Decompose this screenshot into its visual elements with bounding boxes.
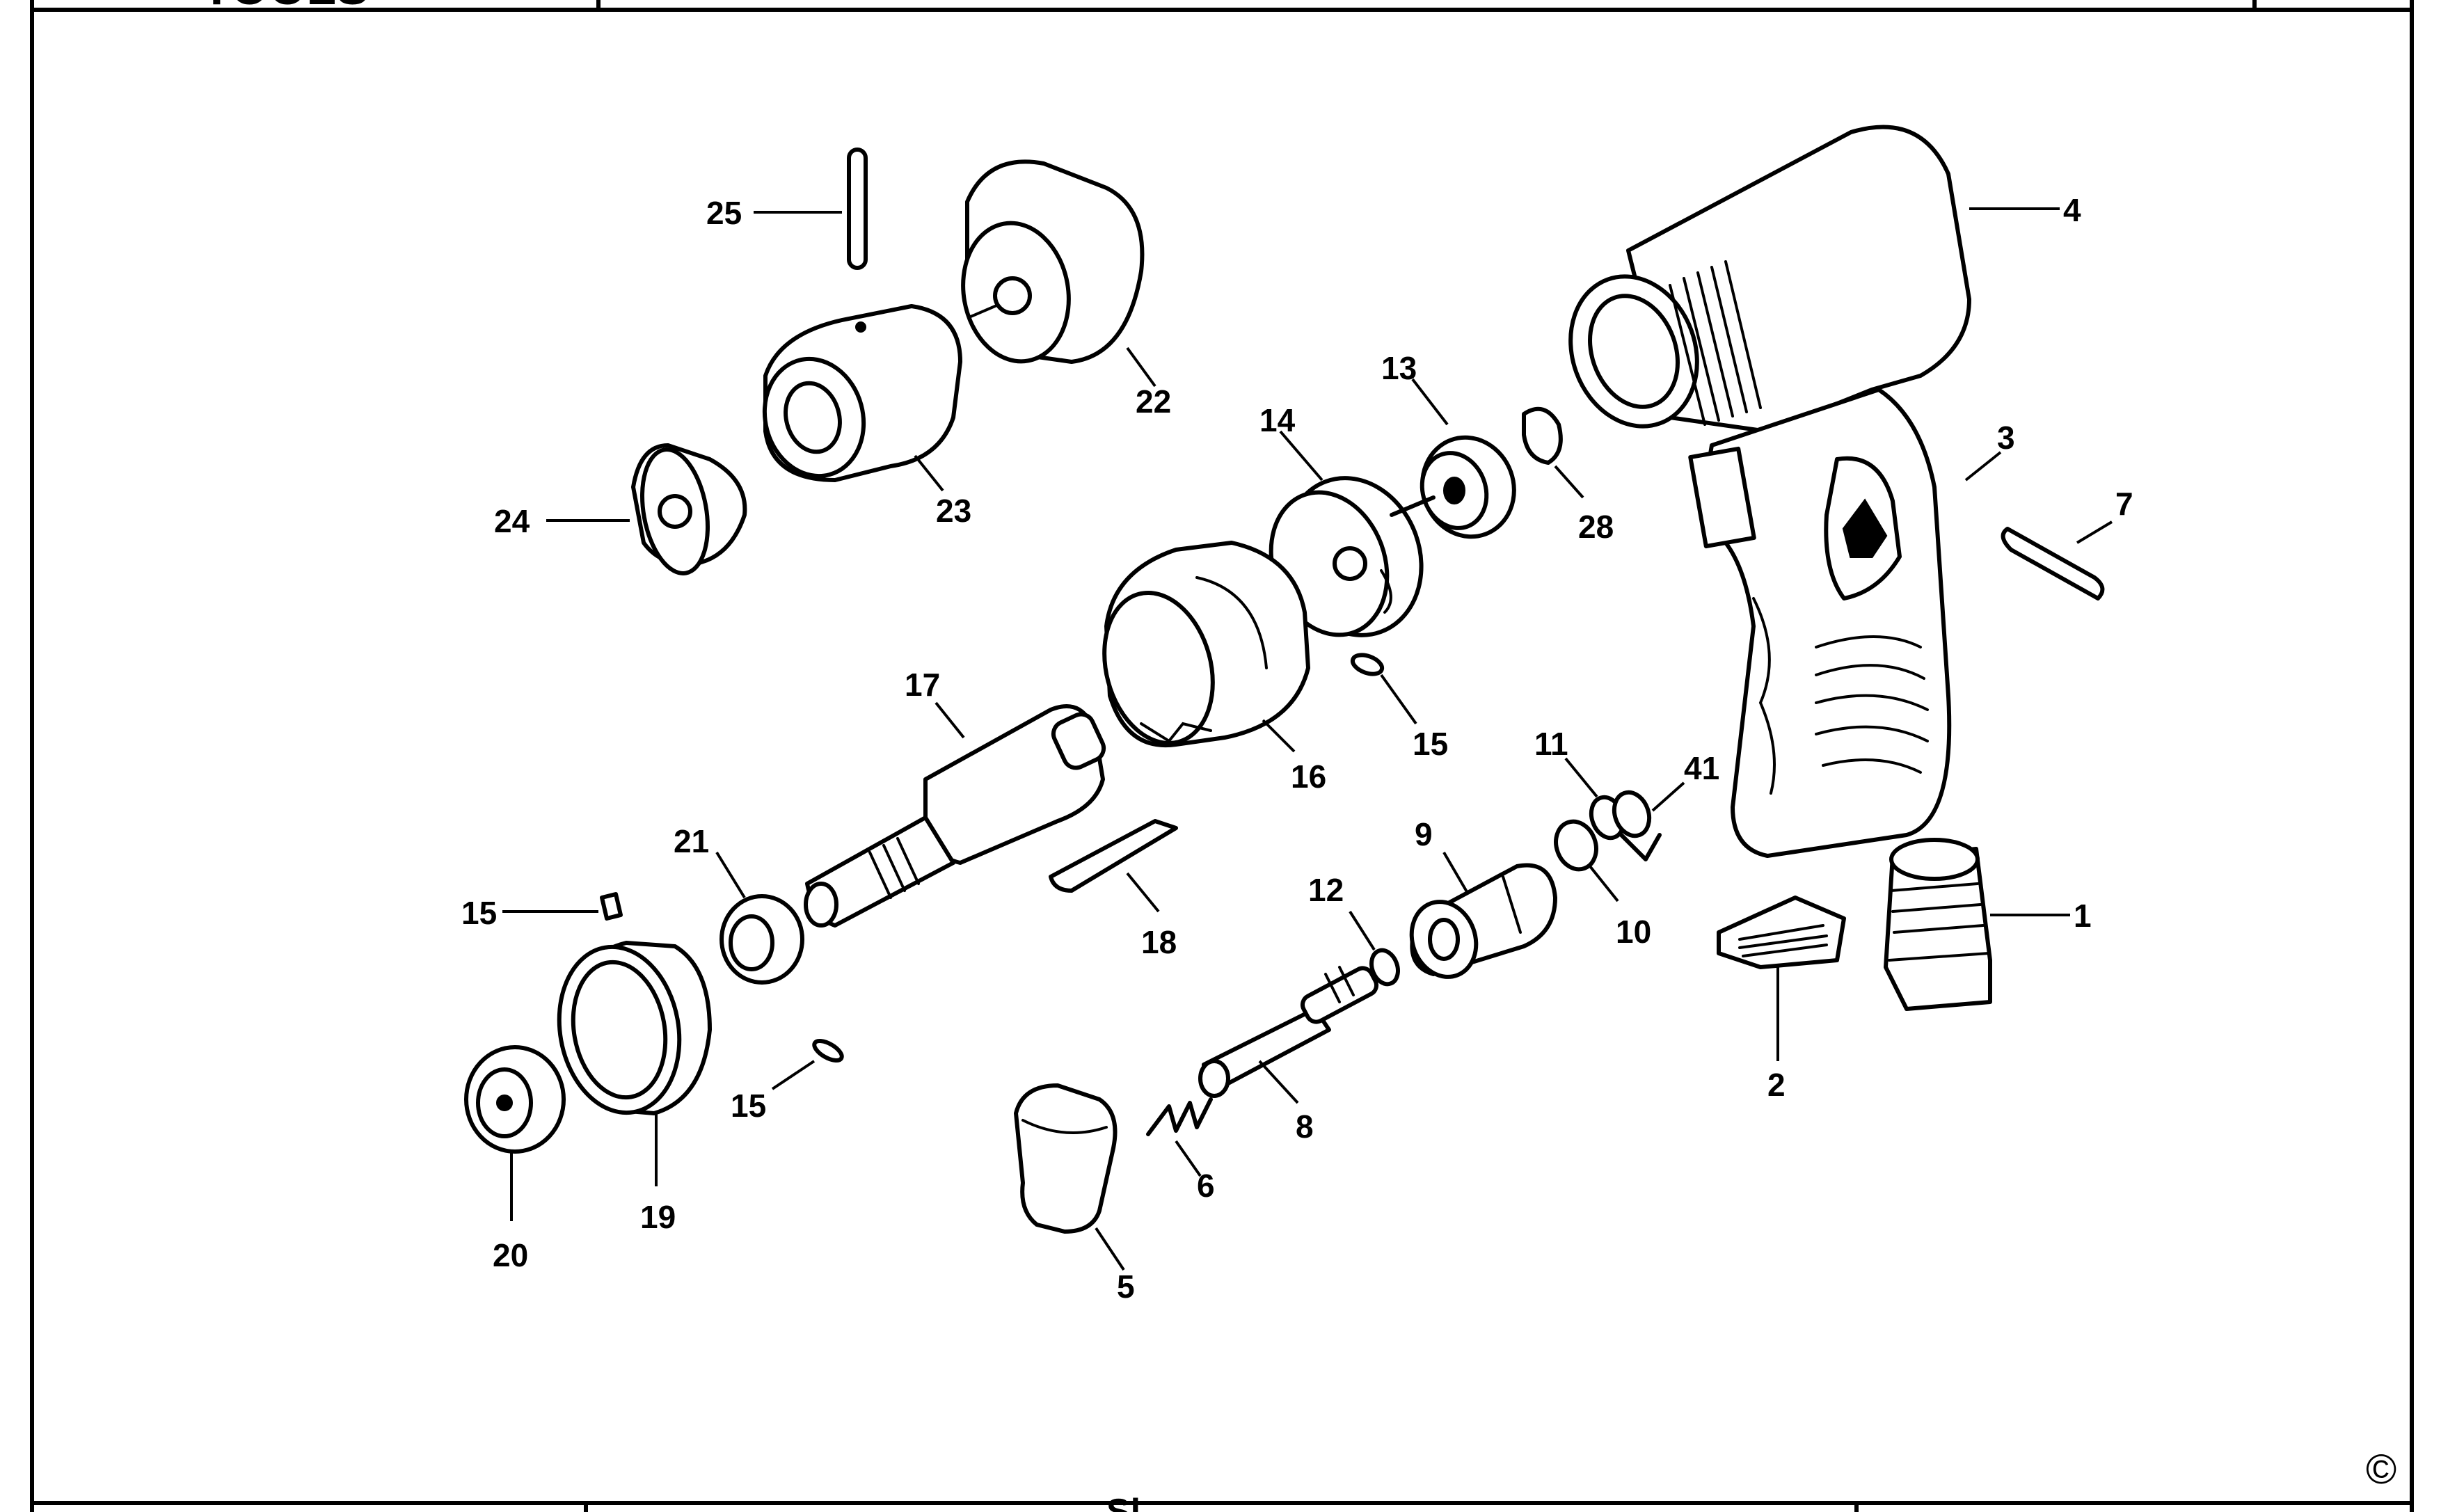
part-pin-25 [847,148,868,270]
part-spring-6 [1146,1097,1213,1136]
footer-center-text: Sl... [1106,1492,1170,1512]
part-key-15-left [600,892,623,921]
part-housing-ring-19 [557,941,712,1115]
part-bushing-21 [719,894,804,985]
callout-8: 8 [1296,1108,1314,1145]
callout-7: 7 [2115,486,2133,522]
callout-3: 3 [1997,420,2015,456]
part-trigger-5 [1014,1083,1118,1234]
callout-10: 10 [1616,914,1651,950]
part-key-15-lower [812,1039,844,1063]
callout-9: 9 [1415,816,1433,852]
sheet-frame [30,0,2414,1512]
part-valve-stem-8 [1198,966,1379,1098]
callout-1: 1 [2074,898,2092,934]
callout-28: 28 [1578,509,1614,545]
part-cap-22 [961,159,1145,364]
callout-6: 6 [1197,1168,1215,1204]
part-seal-11-41 [1589,790,1662,861]
callout-23: 23 [936,493,971,529]
callout-15-center: 15 [1413,726,1448,762]
callout-21: 21 [674,823,709,859]
part-pin-7: 7 [2001,486,2133,600]
callout-4: 4 [2063,192,2081,228]
header-brand-text: TOOLS [202,0,369,15]
callout-2: 2 [1767,1067,1786,1103]
callout-25: 25 [706,195,742,231]
part-inlet-fitting-1 [1884,838,1992,1011]
callout-22: 22 [1136,383,1171,420]
callout-19: 19 [640,1199,676,1235]
callout-12: 12 [1308,872,1344,908]
part-valve-9 [1409,863,1557,979]
callout-15-left: 15 [461,895,497,931]
copyright-mark: © [2366,1446,2396,1493]
callout-24: 24 [494,503,530,539]
part-cylinder-16 [1102,541,1310,748]
callout-18: 18 [1141,924,1177,960]
callout-13: 13 [1381,350,1417,386]
part-oring-12 [1369,948,1400,987]
part-bearing-13 [1420,435,1516,539]
part-clip-28 [1522,406,1563,465]
part-bearing-20 [464,1045,566,1154]
callout-17: 17 [905,667,940,703]
part-oring-10 [1554,819,1598,872]
part-housing-4 [1568,125,1971,858]
callout-11: 11 [1534,726,1568,762]
callout-5: 5 [1117,1268,1135,1305]
callout-14: 14 [1259,402,1296,438]
callout-16: 16 [1291,758,1326,795]
part-chuck-nose-24 [631,443,747,575]
part-filter-2 [1717,896,1846,969]
callout-15-lower: 15 [731,1088,766,1124]
part-key-15-center [1350,653,1385,676]
part-vane-18 [1049,819,1178,893]
callout-41: 41 [1684,750,1719,786]
part-rotor-17 [804,704,1106,928]
part-collet-body-23 [762,304,962,482]
callout-20: 20 [493,1237,528,1273]
